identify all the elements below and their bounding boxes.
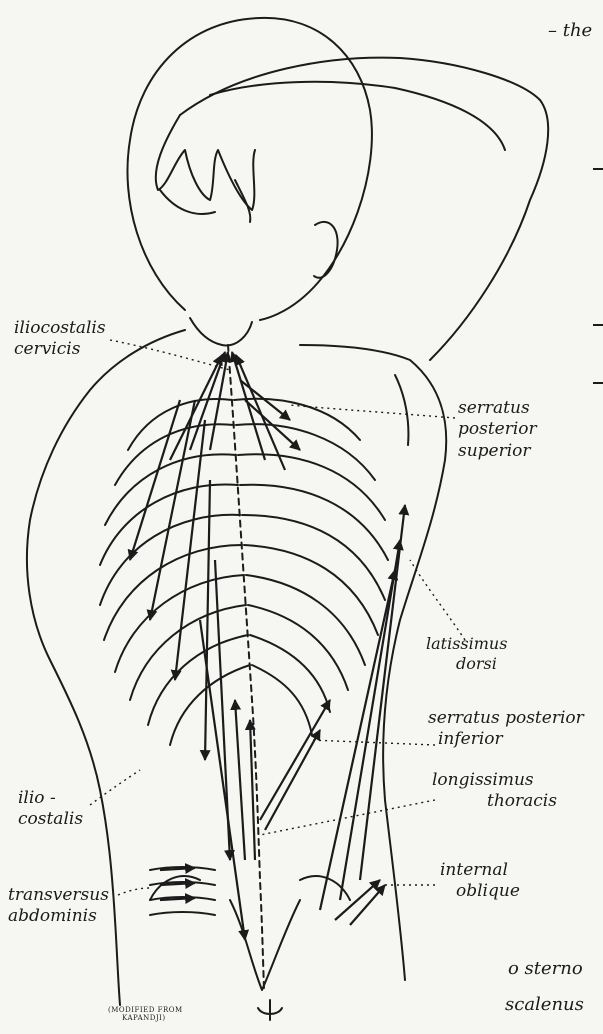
label-line: iliocostalis xyxy=(14,318,106,339)
neck-outline xyxy=(190,318,252,345)
top-note: – the xyxy=(548,20,592,43)
label-line: longissimus xyxy=(432,770,557,791)
label-serratus-posterior-inferior: serratus posterior inferior xyxy=(428,708,584,751)
label-line: dorsi xyxy=(426,654,507,674)
label-scalenus: scalenus xyxy=(505,994,584,1017)
label-line: cervicis xyxy=(14,339,106,360)
label-sterno: o sterno xyxy=(508,958,583,981)
label-line: ilio - xyxy=(18,788,83,809)
hand-outline xyxy=(156,115,255,210)
ear-outline xyxy=(314,222,338,278)
label-line: abdominis xyxy=(8,906,109,927)
label-serratus-posterior-superior: serratus posterior superior xyxy=(458,398,537,462)
label-latissimus-dorsi: latissimus dorsi xyxy=(426,634,507,674)
label-line: costalis xyxy=(18,809,83,830)
label-line: internal xyxy=(440,860,520,881)
label-line: serratus posterior xyxy=(428,708,584,729)
raised-arm-outline xyxy=(180,58,548,360)
label-line: latissimus xyxy=(426,634,507,654)
label-longissimus-thoracis: longissimus thoracis xyxy=(432,770,557,813)
head-outline xyxy=(127,18,371,320)
label-line: thoracis xyxy=(432,791,557,812)
credit-note: (MODIFIED FROM KAPANDJI) xyxy=(108,1006,183,1023)
label-iliocostalis: ilio - costalis xyxy=(18,788,83,831)
label-line: inferior xyxy=(428,729,584,750)
margin-tick xyxy=(593,382,603,384)
label-line: serratus xyxy=(458,398,537,419)
label-line: transversus xyxy=(8,885,109,906)
label-internal-oblique: internal oblique xyxy=(440,860,520,903)
credit-line: KAPANDJI) xyxy=(108,1014,183,1022)
label-line: oblique xyxy=(440,881,520,902)
label-iliocostalis-cervicis: iliocostalis cervicis xyxy=(14,318,106,361)
label-line: posterior xyxy=(458,419,537,440)
credit-line: (MODIFIED FROM xyxy=(108,1006,183,1014)
label-line: superior xyxy=(458,441,537,462)
margin-tick xyxy=(593,324,603,326)
label-transversus-abdominis: transversus abdominis xyxy=(8,885,109,928)
margin-tick xyxy=(593,168,603,170)
